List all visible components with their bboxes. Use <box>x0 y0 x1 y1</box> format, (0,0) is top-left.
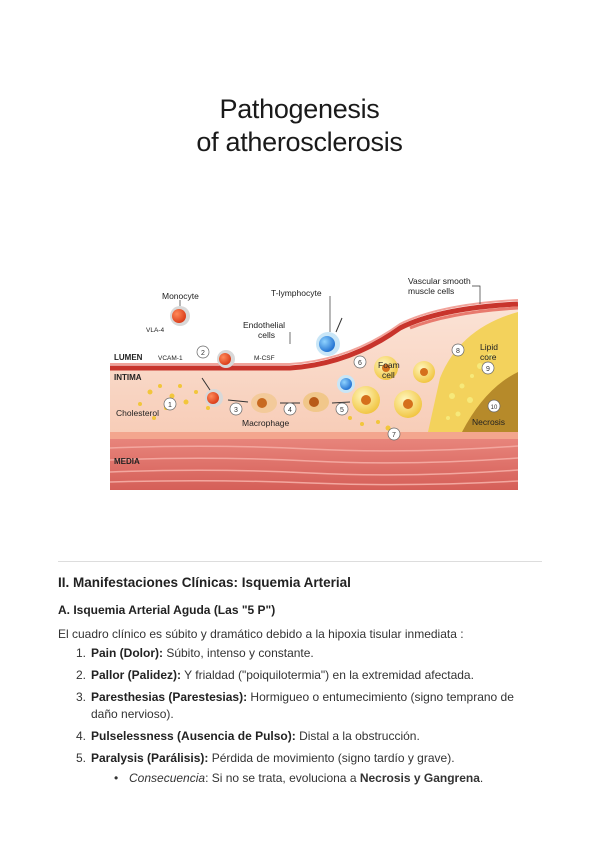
consequence-strong: Necrosis y Gangrena <box>359 771 480 785</box>
list-desc: Hormigueo o entumecimiento (signo tempra… <box>91 690 514 721</box>
lipid-droplets <box>446 353 493 420</box>
label-monocyte: Monocyte <box>162 291 199 301</box>
adhering-monocyte <box>217 350 235 368</box>
internal-elastic-lamina <box>110 432 518 439</box>
symptom-list: 1. Pain (Dolor): Súbito, intenso y consta… <box>58 645 528 772</box>
label-foam-2: cell <box>382 370 395 380</box>
list-term: Pallor (Palidez): <box>91 668 182 682</box>
foam-cells <box>352 356 435 418</box>
title-line-2: of atherosclerosis <box>196 127 403 157</box>
t-lymphocyte-cell <box>316 332 355 393</box>
list-item: 3. Paresthesias (Parestesias): Hormigueo … <box>58 689 528 723</box>
list-number: 4. <box>76 729 87 743</box>
list-term: Paralysis (Parálisis): <box>91 751 209 765</box>
list-term: Pain (Dolor): <box>91 646 163 660</box>
macrophage-cells <box>205 389 329 413</box>
process-arrows <box>201 317 351 404</box>
list-desc: Súbito, intenso y constante. <box>163 646 314 660</box>
step-3: 3 <box>234 407 238 414</box>
list-desc: Pérdida de movimiento (signo tardío y gr… <box>208 751 455 765</box>
list-item: 1. Pain (Dolor): Súbito, intenso y consta… <box>58 645 528 662</box>
list-term: Paresthesias (Parestesias): <box>91 690 248 704</box>
step-markers <box>163 343 501 441</box>
step-8: 8 <box>456 348 460 355</box>
label-endothelial-1: Endothelial <box>243 320 285 330</box>
title-line-1: Pathogenesis <box>219 94 380 124</box>
step-1: 1 <box>168 402 172 409</box>
page-title: Pathogenesis of atherosclerosis <box>0 93 599 159</box>
endothelium <box>110 301 518 371</box>
consequence-bullet: • Consecuencia: Si no se trata, evolucio… <box>114 771 483 785</box>
list-number: 2. <box>76 668 87 682</box>
list-number: 3. <box>76 690 87 704</box>
label-foam-1: Foam <box>378 360 400 370</box>
label-lumen: LUMEN <box>114 353 143 362</box>
list-number: 1. <box>76 646 87 660</box>
consequence-label: Consecuencia <box>129 771 206 785</box>
label-macrophage: Macrophage <box>242 418 290 428</box>
label-cholesterol: Cholesterol <box>116 408 159 418</box>
label-mcsf: M-CSF <box>254 355 275 362</box>
label-vascular-smooth-1: Vascular smooth <box>408 276 471 286</box>
label-necrosis: Necrosis <box>472 417 505 427</box>
step-10: 10 <box>491 405 498 411</box>
section-subheading: A. Isquemia Arterial Aguda (Las "5 P") <box>58 603 276 617</box>
label-intima: INTIMA <box>114 373 142 382</box>
label-lipid-2: core <box>480 352 497 362</box>
smooth-muscle-cells <box>409 306 518 330</box>
step-2: 2 <box>201 350 205 357</box>
label-vcam1: VCAM-1 <box>158 355 183 362</box>
list-item: 4. Pulselessness (Ausencia de Pulso): Dis… <box>58 728 528 745</box>
label-t-lymphocyte: T-lymphocyte <box>271 288 322 298</box>
bullet-glyph: • <box>114 771 119 785</box>
monocyte-cell <box>170 306 190 326</box>
list-item: 2. Pallor (Palidez): Y frialdad ("poiquil… <box>58 667 528 684</box>
list-item: 5. Paralysis (Parálisis): Pérdida de movi… <box>58 750 528 767</box>
leader-lines <box>179 285 481 344</box>
label-lipid-1: Lipid <box>480 342 498 352</box>
step-5: 5 <box>340 407 344 414</box>
intro-paragraph: El cuadro clínico es súbito y dramático … <box>58 627 464 641</box>
list-number: 5. <box>76 751 87 765</box>
step-7: 7 <box>392 432 396 439</box>
list-term: Pulselessness (Ausencia de Pulso): <box>91 729 296 743</box>
media-layer <box>110 438 518 490</box>
step-4: 4 <box>288 407 292 414</box>
atherosclerosis-illustration: 1 2 3 4 5 6 7 8 9 10 Monocyte VLA-4 T-ly… <box>110 268 518 490</box>
section-heading: II. Manifestaciones Clínicas: Isquemia A… <box>58 575 351 590</box>
consequence-text: : Si no se trata, evoluciona a <box>205 771 360 785</box>
list-desc: Y frialdad ("poiquilotermia") en la extr… <box>181 668 474 682</box>
list-desc: Distal a la obstrucción. <box>295 729 420 743</box>
step-9: 9 <box>486 366 490 373</box>
section-divider <box>58 561 542 562</box>
consequence-end: . <box>479 771 484 785</box>
label-vla4: VLA-4 <box>146 327 164 334</box>
label-vascular-smooth-2: muscle cells <box>408 286 454 296</box>
label-endothelial-2: cells <box>258 330 275 340</box>
step-6: 6 <box>358 360 362 367</box>
label-media: MEDIA <box>114 457 140 466</box>
